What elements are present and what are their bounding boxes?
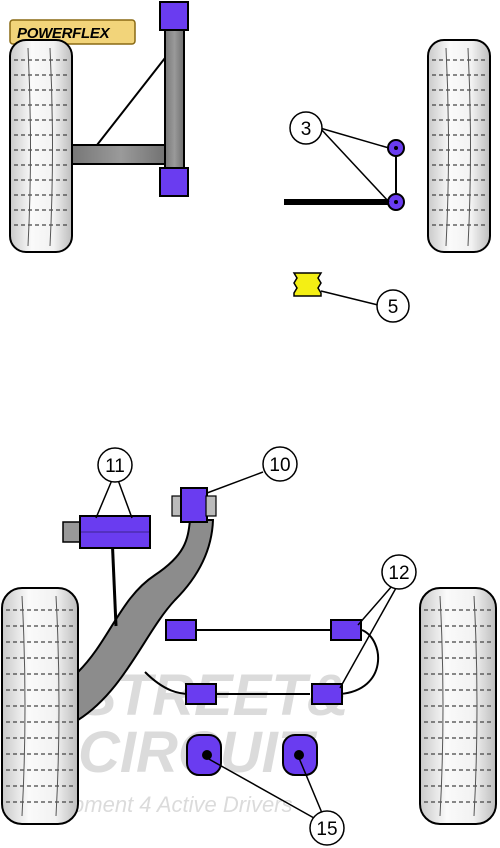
callout-3-label: 3 — [301, 119, 312, 140]
rear-trailing-arm — [77, 519, 215, 722]
link-bush-2 — [330, 619, 362, 641]
callout-12: 12 — [339, 554, 417, 689]
callout-10-label: 10 — [269, 455, 290, 476]
link-bush-4 — [311, 683, 343, 705]
bottom-right-tyre — [419, 587, 497, 825]
top-right-tyre — [427, 39, 491, 253]
rear-lateral-links — [144, 619, 380, 705]
front-subframe-arm — [71, 1, 189, 197]
powerflex-logo: POWERFLEX — [9, 19, 136, 45]
front-bush-upper — [159, 1, 189, 31]
link-bush-1 — [165, 619, 197, 641]
callout-12-label: 12 — [388, 563, 409, 584]
rear-upper-bush — [171, 487, 217, 523]
callout-10: 10 — [206, 446, 298, 494]
callout-15: 15 — [206, 757, 345, 846]
rear-beam-mount — [62, 515, 151, 549]
rear-round-bushes — [186, 734, 318, 776]
front-bush-lower — [159, 167, 189, 197]
logo-text: POWERFLEX — [17, 25, 111, 42]
callout-5: 5 — [320, 289, 410, 323]
callout-5-label: 5 — [388, 297, 399, 318]
top-left-tyre — [9, 39, 73, 253]
callout-3: 3 — [289, 111, 390, 203]
bump-stop — [292, 272, 323, 297]
bottom-left-tyre — [1, 587, 79, 825]
callout-15-label: 15 — [316, 819, 337, 840]
callout-11-label: 11 — [105, 456, 125, 477]
callout-11: 11 — [95, 447, 133, 519]
link-bush-3 — [185, 683, 217, 705]
